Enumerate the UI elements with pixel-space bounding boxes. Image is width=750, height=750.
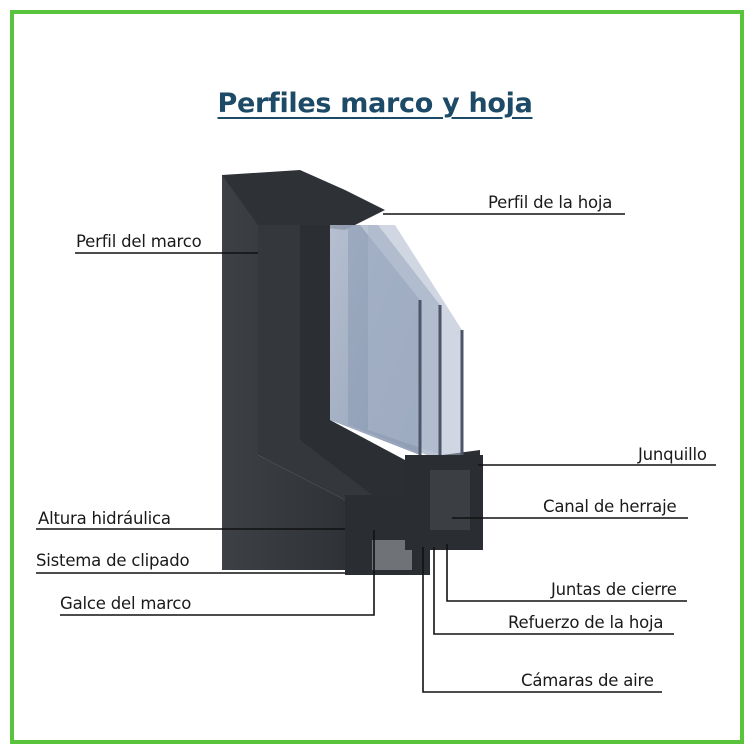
green-border-frame bbox=[10, 10, 744, 744]
label-sistema-clipado: Sistema de clipado bbox=[36, 551, 190, 570]
frame-profile-face bbox=[222, 175, 345, 570]
glass-pane-3 bbox=[368, 225, 462, 462]
frame-inner-face bbox=[258, 225, 405, 520]
leader-juntas-cierre bbox=[446, 544, 687, 602]
label-altura-hidraulica: Altura hidráulica bbox=[38, 509, 171, 528]
label-junquillo: Junquillo bbox=[638, 445, 707, 464]
label-refuerzo-hoja: Refuerzo de la hoja bbox=[508, 613, 664, 632]
leader-camaras-aire bbox=[422, 547, 662, 693]
label-perfil-hoja: Perfil de la hoja bbox=[488, 193, 613, 212]
page-title: Perfiles marco y hoja bbox=[217, 88, 533, 119]
label-galce-marco: Galce del marco bbox=[60, 594, 192, 613]
leader-refuerzo-hoja bbox=[433, 547, 674, 635]
label-canal-herraje: Canal de herraje bbox=[543, 497, 677, 516]
label-juntas-cierre: Juntas de cierre bbox=[551, 580, 677, 599]
frame-top-section bbox=[222, 170, 385, 230]
label-camaras-aire: Cámaras de aire bbox=[521, 671, 654, 690]
leader-galce-marco bbox=[60, 530, 375, 616]
label-perfil-marco: Perfil del marco bbox=[76, 232, 202, 251]
